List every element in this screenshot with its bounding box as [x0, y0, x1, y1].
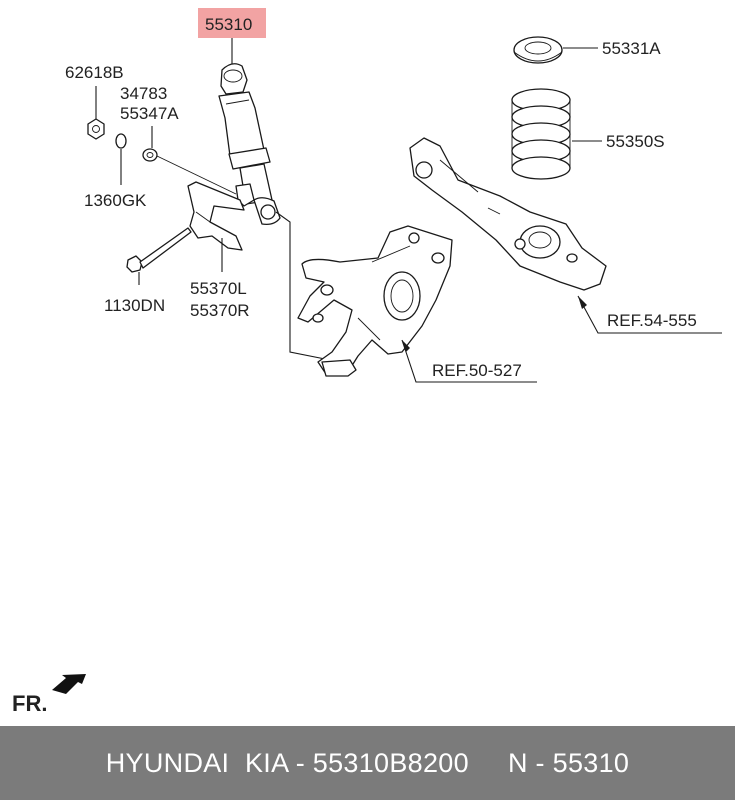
footer-bar: HYUNDAI KIA - 55310B8200 N - 55310: [0, 726, 735, 800]
label-coil-spring[interactable]: 55350S: [606, 132, 665, 151]
knuckle: [297, 225, 453, 377]
highlight-box: [198, 8, 266, 38]
coil-spring-icon: [511, 88, 571, 180]
arrow-knuckle: [402, 340, 410, 352]
arrow-arm: [578, 296, 587, 309]
front-arrow-icon: [52, 674, 86, 694]
label-bracket-r[interactable]: 55370R: [190, 301, 250, 320]
shock-absorber: [218, 63, 281, 226]
label-washer-b[interactable]: 55347A: [120, 104, 179, 123]
label-bolt[interactable]: 1130DN: [104, 296, 165, 315]
bracket: [187, 181, 245, 251]
parts-diagram: 55310 62618B 34783 55347A 1360GK 55370L: [12, 8, 722, 716]
spring-pad-icon: [513, 36, 563, 64]
label-spring-pad[interactable]: 55331A: [602, 39, 661, 58]
label-ref-arm[interactable]: REF.54-555: [607, 311, 697, 330]
bolt-icon: [126, 227, 192, 273]
label-nut[interactable]: 62618B: [65, 63, 124, 82]
washer-icon: [142, 148, 158, 162]
label-washer-c[interactable]: 1360GK: [84, 191, 147, 210]
label-shock-absorber[interactable]: 55310: [205, 15, 252, 34]
label-ref-knuckle[interactable]: REF.50-527: [432, 361, 522, 380]
label-bracket-l[interactable]: 55370L: [190, 279, 247, 298]
lower-arm: [409, 137, 607, 291]
washer-small-icon: [115, 133, 127, 149]
label-front: FR.: [12, 691, 47, 716]
nut-icon: [87, 118, 105, 140]
label-washer-a[interactable]: 34783: [120, 84, 167, 103]
footer-text: HYUNDAI KIA - 55310B8200 N - 55310: [105, 748, 630, 778]
